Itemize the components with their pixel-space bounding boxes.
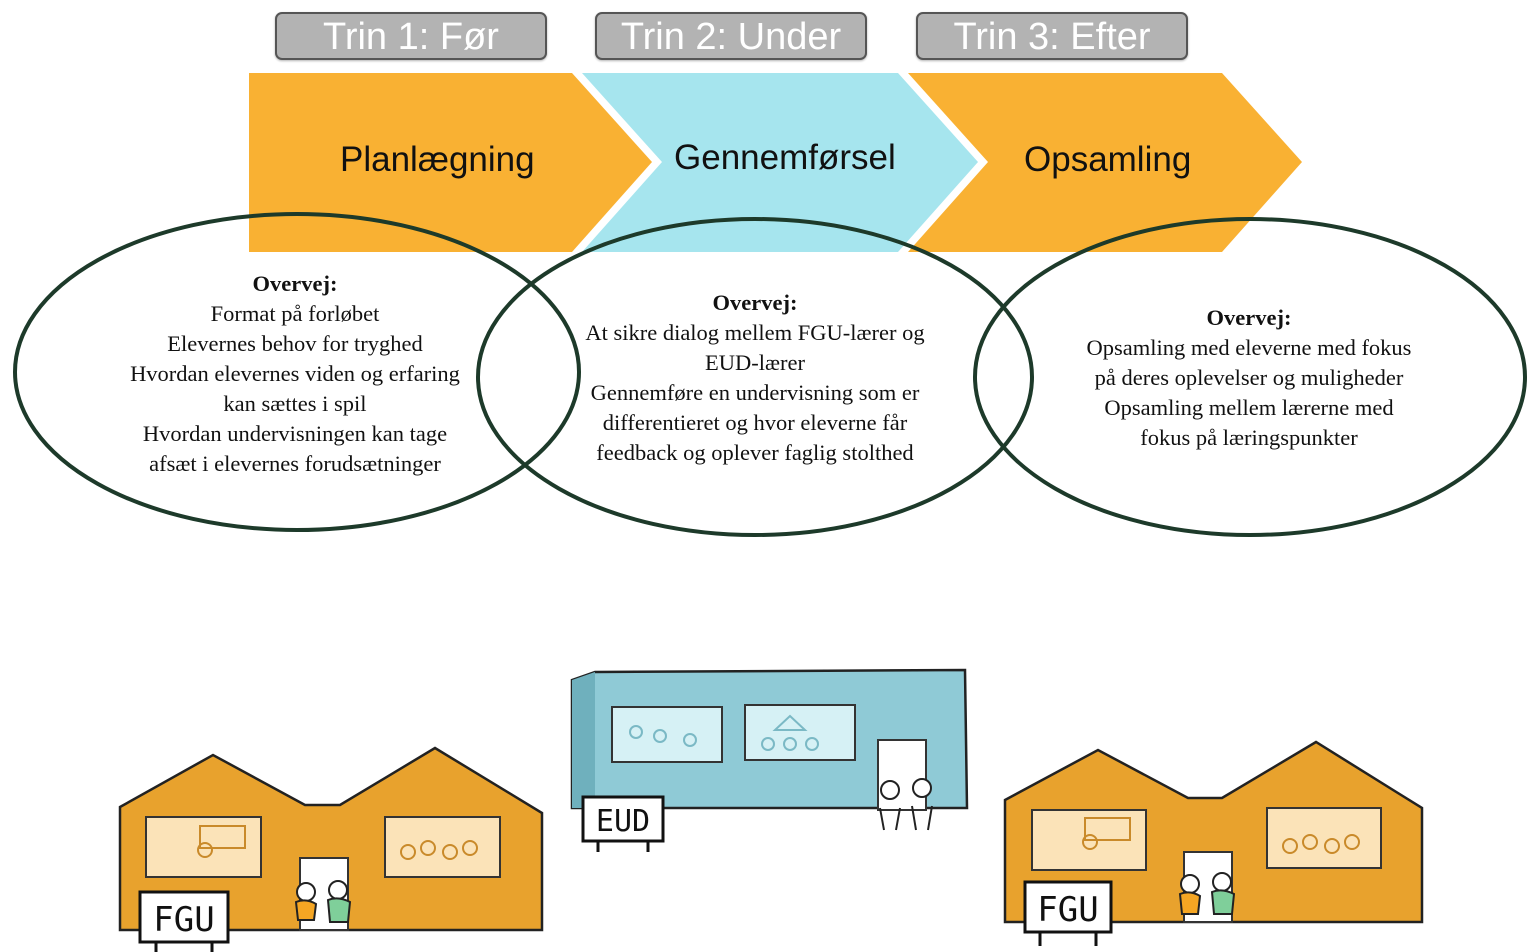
consider-ellipse-1	[13, 212, 581, 532]
step-tab-1: Trin 1: Før	[275, 12, 547, 60]
fgu-sign-left: FGU	[153, 900, 214, 940]
step-tab-2: Trin 2: Under	[595, 12, 867, 60]
consider-line: kan sættes i spil	[223, 391, 367, 416]
consider-line: Elevernes behov for tryghed	[167, 331, 423, 356]
consider-line: feedback og oplever faglig stolthed	[596, 440, 914, 465]
fgu-sign-right: FGU	[1037, 890, 1098, 930]
chevron-execution	[582, 73, 978, 252]
chevron-planning	[249, 73, 652, 252]
consider-heading: Overvej:	[252, 271, 338, 296]
consider-block-1: Overvej: Format på forløbet Elevernes be…	[95, 269, 495, 479]
step-tab-3: Trin 3: Efter	[916, 12, 1188, 60]
fgu-building-left: FGU	[118, 746, 544, 952]
consider-line: Hvordan elevernes viden og erfaring	[130, 361, 460, 386]
consider-heading: Overvej:	[1206, 305, 1292, 330]
phase-label-execution: Gennemførsel	[674, 138, 896, 177]
consider-line: på deres oplevelser og muligheder	[1094, 365, 1404, 390]
consider-line: At sikre dialog mellem FGU-lærer og	[585, 320, 925, 345]
consider-block-2: Overvej: At sikre dialog mellem FGU-lære…	[555, 288, 955, 468]
consider-line: afsæt i elevernes forudsætninger	[149, 451, 441, 476]
consider-line: fokus på læringspunkter	[1140, 425, 1358, 450]
consider-line: Format på forløbet	[210, 301, 380, 326]
consider-line: EUD-lærer	[705, 350, 805, 375]
eud-building: EUD	[570, 668, 969, 852]
phase-label-followup: Opsamling	[1024, 140, 1192, 179]
consider-ellipse-3	[973, 217, 1527, 537]
eud-sign: EUD	[596, 804, 650, 839]
fgu-building-right: FGU	[1003, 740, 1424, 946]
consider-line: differentieret og hvor eleverne får	[602, 410, 908, 435]
consider-ellipse-2	[476, 217, 1034, 537]
consider-line: Gennemføre en undervisning som er	[590, 380, 920, 405]
consider-block-3: Overvej: Opsamling med eleverne med foku…	[1049, 303, 1449, 453]
consider-heading: Overvej:	[712, 290, 798, 315]
phase-label-planning: Planlægning	[340, 140, 535, 179]
consider-line: Opsamling mellem lærerne med	[1104, 395, 1394, 420]
chevron-followup	[908, 73, 1302, 252]
consider-line: Hvordan undervisningen kan tage	[142, 421, 448, 446]
consider-line: Opsamling med eleverne med fokus	[1086, 335, 1412, 360]
